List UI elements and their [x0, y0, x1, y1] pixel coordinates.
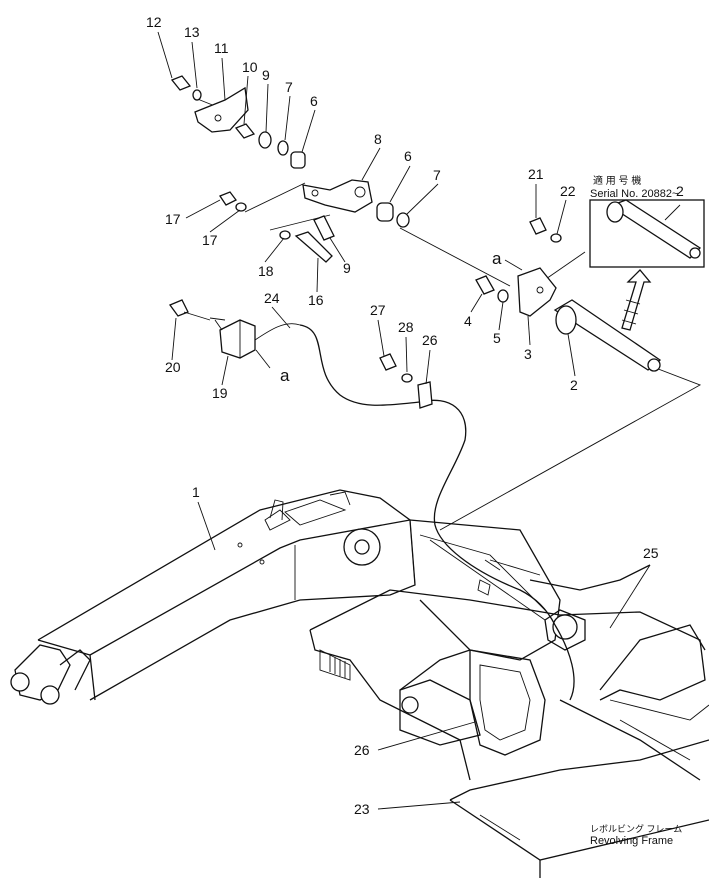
washer-10-icon	[258, 131, 272, 149]
callout-21: 22	[560, 183, 576, 199]
washer-28-icon	[401, 373, 413, 383]
washer-14-icon	[192, 89, 202, 101]
callout-28: 28	[398, 319, 414, 335]
washer-21-icon	[550, 233, 562, 243]
callout-15: 16	[308, 292, 324, 308]
clip-26-icon	[417, 381, 433, 409]
label-a-switch: a	[280, 366, 290, 385]
collar-6b-icon	[376, 202, 394, 222]
callout-14: 13	[184, 24, 200, 40]
callout-18: 19	[212, 385, 228, 401]
inset-arrow-icon	[621, 269, 652, 331]
callout-27: 27	[370, 302, 386, 318]
callout-10: 9	[262, 67, 270, 83]
washer-5-icon	[497, 289, 509, 303]
callout-leaders	[157, 31, 651, 810]
label-a-top: a	[492, 249, 502, 268]
serial-inset-box	[589, 199, 705, 268]
inset-shaft-icon	[606, 199, 702, 259]
callout-3: 3	[524, 346, 532, 362]
callout-22: 24	[264, 290, 280, 306]
bracket-12-icon	[194, 86, 249, 133]
callout-23: 23	[354, 801, 370, 817]
inset-title-jp: 適 用 号 機	[593, 174, 641, 187]
callout-11: 10	[242, 59, 258, 75]
inset-part-label: 2	[676, 183, 684, 199]
callout-2-main: 2	[570, 377, 578, 393]
callout-26: 26	[422, 332, 438, 348]
harness-wiring	[299, 324, 575, 701]
bolt-27-icon	[379, 353, 397, 371]
callout-25: 26	[354, 742, 370, 758]
nut-7-icon	[277, 140, 289, 156]
callout-8: 8	[374, 131, 382, 147]
washer-17-icon	[235, 202, 247, 212]
callout-20: 21	[528, 166, 544, 182]
shaft-2-icon	[553, 299, 662, 372]
label-a-top-leader	[504, 259, 523, 271]
washer-17b-icon	[279, 230, 291, 240]
inset-serial: Serial No. 20882~	[590, 188, 678, 200]
nut-7b-icon	[396, 212, 410, 228]
callout-labels: 12 13 11 10 9 7 6 8 6 7 17 17 18 9 16 24…	[146, 14, 659, 817]
bolt-19-icon	[168, 299, 211, 321]
callout-5: 5	[493, 330, 501, 346]
label-a-leader	[255, 349, 271, 369]
leader-lines	[194, 97, 702, 531]
callout-13: 12	[146, 14, 162, 30]
lever-8-icon	[302, 179, 373, 213]
bolt-4-icon	[475, 275, 495, 295]
wire-22-icon	[254, 323, 301, 341]
callout-6-top: 6	[310, 93, 318, 109]
bolt-9-icon	[313, 215, 335, 241]
callout-16: 17	[165, 211, 181, 227]
bolt-20-icon	[529, 217, 547, 235]
callout-1: 1	[192, 484, 200, 500]
callout-24: 25	[643, 545, 659, 561]
callout-19: 20	[165, 359, 181, 375]
callout-6-mid: 6	[404, 148, 412, 164]
callout-7-mid: 7	[433, 167, 441, 183]
frame-label-jp: レボルビング フレーム	[590, 823, 682, 834]
callout-7-top: 7	[285, 79, 293, 95]
limit-switch-18-icon	[214, 319, 256, 359]
boom	[10, 489, 416, 705]
callout-17-left: 17	[202, 232, 218, 248]
boom-foot-bracket	[399, 519, 586, 746]
bracket-3-icon	[517, 267, 557, 317]
callout-4: 4	[464, 313, 472, 329]
frame-label-en: Revolving Frame	[590, 835, 673, 847]
nut-16-icon	[219, 191, 237, 206]
bolt-13-icon	[170, 75, 192, 91]
collar-6-icon	[290, 151, 306, 169]
callout-9: 9	[343, 260, 351, 276]
callout-12: 11	[214, 40, 229, 56]
callout-17-mid: 18	[258, 263, 274, 279]
pin-15-icon	[294, 231, 333, 263]
bolt-11-icon	[234, 123, 256, 139]
